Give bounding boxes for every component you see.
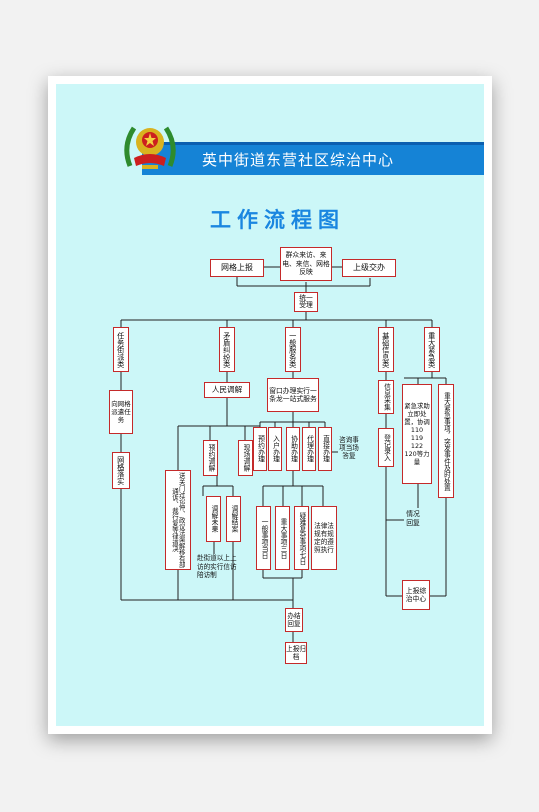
node-major-3days: 重大事项三日 <box>275 506 290 570</box>
node-general-3days: 一般事项当日 <box>256 506 271 570</box>
node-unified-accept: 统一受理 <box>294 292 318 312</box>
node-to-grid-task: 向网格派遣任务 <box>109 390 133 434</box>
emblem-icon <box>124 126 176 169</box>
node-emergency-dispatch: 紧急求助立即处置，协调110 119 122 120等力量 <box>402 384 432 484</box>
node-grid-implement: 网格落实 <box>112 452 130 489</box>
node-direct-service: 直接办理 <box>318 427 332 471</box>
node-superior-assign: 上级交办 <box>342 259 396 277</box>
node-mediation-unresolved: 调解未果 <box>206 496 221 542</box>
node-public-visit: 群众来访、来电、来信、网格反映 <box>280 247 332 281</box>
node-onsite-service: 入户办理 <box>268 427 282 471</box>
node-mediation-closed: 调解结案 <box>226 496 241 542</box>
node-cat-conflict: 矛盾纠纷类 <box>219 327 235 372</box>
node-appt-mediation: 预约调解 <box>203 440 218 476</box>
node-consult-note: 咨询事项当场答复 <box>339 435 359 461</box>
node-cat-task: 任务街派类 <box>113 327 129 372</box>
node-legal-note: 法律法规有规定的遵照执行 <box>311 506 337 570</box>
situation-reply: 情况回复 <box>406 510 420 527</box>
node-proxy-service: 代理办理 <box>302 427 316 471</box>
node-report-archive: 上报归档 <box>285 642 307 664</box>
node-people-mediation: 人民调解 <box>204 382 250 398</box>
node-cat-emergency: 重大紧急类 <box>424 327 440 372</box>
node-cat-service: 一般服务类 <box>285 327 301 372</box>
node-window-service: 窗口办理实行一条龙一站式服务 <box>267 378 319 412</box>
escort-note: 赴街道以上上访的实行信访陪访制 <box>197 554 237 580</box>
chart-title: 工作流程图 <box>210 207 345 232</box>
header-banner: 英中街道东营社区综治中心 <box>142 142 484 175</box>
node-register-entry: 登记录入 <box>378 428 394 467</box>
node-petition-transfer: 送关门过讼仲、政议法渠解移有部通诉、裁行复等律道决 <box>165 470 191 570</box>
node-cat-info: 基础信息类 <box>378 327 394 372</box>
node-complex-7days: 疑难复杂事项七日 <box>294 506 309 570</box>
node-onsite-mediation: 现场调解 <box>238 440 253 476</box>
center-title: 英中街道东营社区综治中心 <box>202 151 395 169</box>
node-emergency-report: 重大紧急事项，突发事件及时处置 <box>438 384 454 498</box>
node-result-reply: 办结回复 <box>285 608 303 632</box>
node-appt-service: 预约办理 <box>253 427 267 471</box>
node-assist-service: 协助办理 <box>286 427 300 471</box>
node-info-collect: 信息采集 <box>378 380 394 414</box>
node-report-center: 上报综治中心 <box>402 580 430 610</box>
node-grid-report: 网格上报 <box>210 259 264 277</box>
